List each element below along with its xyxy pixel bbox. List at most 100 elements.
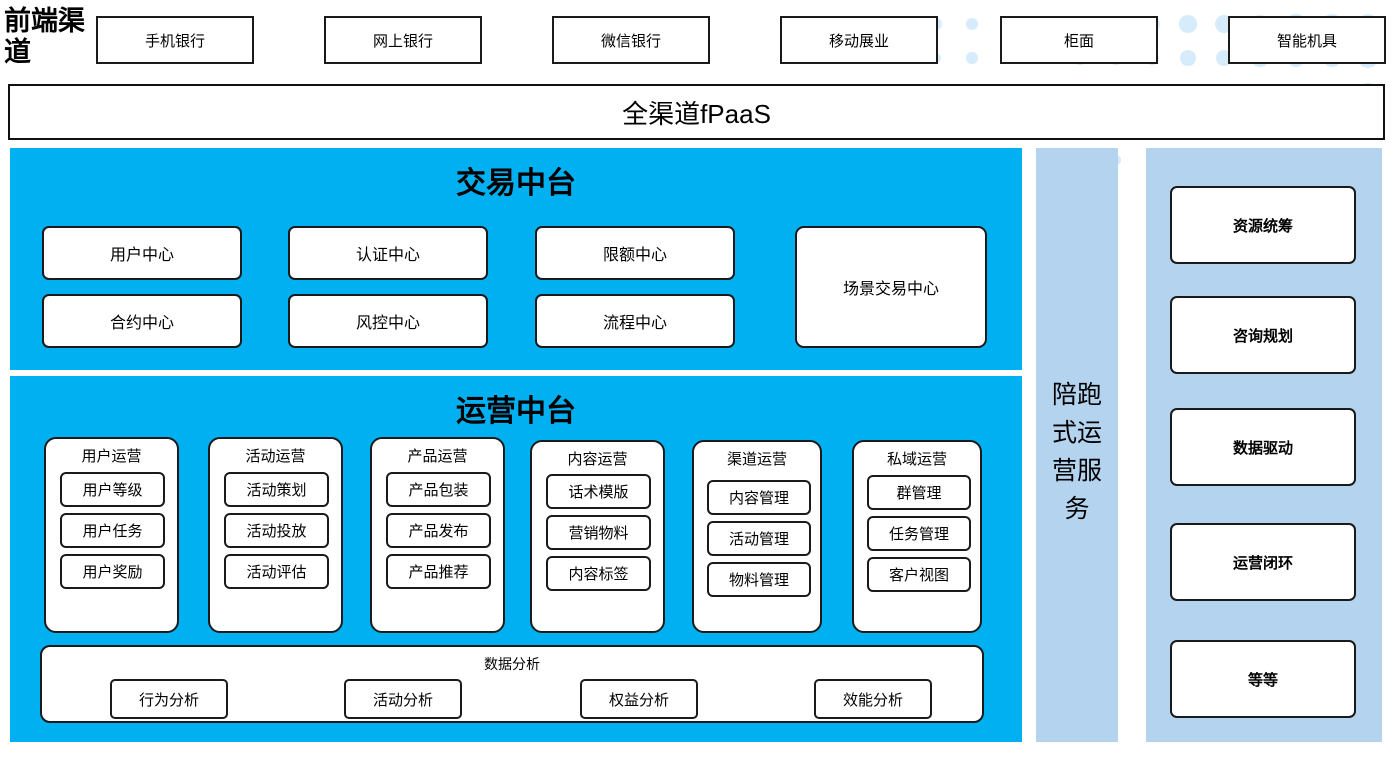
accompany-service-label: 陪跑式运营服务	[1051, 381, 1102, 523]
op-item-box[interactable]: 产品包装	[386, 472, 491, 507]
data-analysis-title: 数据分析	[484, 656, 540, 672]
tx-box-user-center[interactable]: 用户中心	[42, 226, 242, 280]
op-item-box[interactable]: 物料管理	[707, 562, 811, 597]
frontend-channel-label: 前端渠道	[4, 6, 85, 67]
svc-box-consulting-planning[interactable]: 咨询规划	[1170, 296, 1356, 374]
op-item-box[interactable]: 活动管理	[707, 521, 811, 556]
data-analysis-item-rights[interactable]: 权益分析	[580, 679, 698, 719]
op-item-box[interactable]: 用户等级	[60, 472, 165, 507]
op-item-label: 活动策划	[246, 482, 307, 499]
tx-box-limit-center[interactable]: 限额中心	[535, 226, 735, 280]
svc-box-label: 咨询规划	[1232, 327, 1293, 345]
op-column-product-operations: 产品运营 产品包装 产品发布 产品推荐	[370, 437, 505, 633]
op-item-label: 产品推荐	[408, 564, 469, 581]
op-item-box[interactable]: 用户奖励	[60, 554, 165, 589]
decorative-dot	[965, 17, 979, 31]
channel-box-online-bank[interactable]: 网上银行	[324, 16, 482, 64]
tx-box-auth-center[interactable]: 认证中心	[288, 226, 488, 280]
svc-box-etc[interactable]: 等等	[1170, 640, 1356, 718]
channel-box-smart-machine[interactable]: 智能机具	[1228, 16, 1386, 64]
data-analysis-item-behavior[interactable]: 行为分析	[110, 679, 228, 719]
tx-box-contract-center[interactable]: 合约中心	[42, 294, 242, 348]
op-item-box[interactable]: 产品发布	[386, 513, 491, 548]
op-column-title: 用户运营	[81, 448, 142, 465]
channel-box-label: 手机银行	[144, 32, 205, 50]
op-item-box[interactable]: 活动投放	[224, 513, 329, 548]
tx-box-label: 流程中心	[602, 315, 667, 332]
channel-box-label: 柜面	[1063, 32, 1094, 50]
op-item-label: 产品包装	[408, 482, 469, 499]
op-item-label: 任务管理	[888, 526, 949, 543]
data-analysis-group: 数据分析 行为分析 活动分析 权益分析 效能分析	[40, 645, 984, 723]
op-item-label: 产品发布	[408, 523, 469, 540]
channel-box-wechat-bank[interactable]: 微信银行	[552, 16, 710, 64]
op-column-title: 渠道运营	[726, 451, 787, 468]
op-item-label: 活动管理	[728, 531, 789, 548]
data-analysis-item-activity[interactable]: 活动分析	[344, 679, 462, 719]
op-item-box[interactable]: 群管理	[867, 475, 971, 510]
decorative-dot	[966, 52, 978, 64]
op-column-channel-operations: 渠道运营 内容管理 活动管理 物料管理	[692, 440, 822, 633]
channel-box-label: 微信银行	[600, 32, 661, 50]
tx-box-label: 限额中心	[602, 247, 667, 264]
op-column-title: 活动运营	[245, 448, 306, 465]
da-item-label: 行为分析	[138, 691, 199, 709]
da-item-label: 效能分析	[842, 691, 903, 709]
fpaas-label: 全渠道fPaaS	[622, 98, 771, 129]
op-column-private-domain-operations: 私域运营 群管理 任务管理 客户视图	[852, 440, 982, 633]
op-item-label: 物料管理	[728, 572, 789, 589]
omnichannel-fpaas-bar[interactable]: 全渠道fPaaS	[8, 84, 1385, 140]
da-item-label: 活动分析	[372, 691, 433, 709]
operations-center-title: 运营中台	[456, 395, 576, 428]
data-analysis-item-efficiency[interactable]: 效能分析	[814, 679, 932, 719]
tx-box-label: 风控中心	[355, 315, 420, 332]
channel-box-label: 智能机具	[1276, 32, 1337, 50]
channel-box-mobile-business[interactable]: 移动展业	[780, 16, 938, 64]
op-item-box[interactable]: 营销物料	[546, 515, 651, 550]
op-item-label: 群管理	[896, 485, 942, 502]
op-item-box[interactable]: 内容标签	[546, 556, 651, 591]
da-item-label: 权益分析	[608, 691, 669, 709]
op-column-title: 私域运营	[886, 451, 947, 468]
op-item-box[interactable]: 任务管理	[867, 516, 971, 551]
tx-box-label: 场景交易中心	[842, 281, 939, 298]
op-item-label: 活动评估	[246, 564, 307, 581]
tx-box-risk-center[interactable]: 风控中心	[288, 294, 488, 348]
tx-box-scene-transaction-center[interactable]: 场景交易中心	[795, 226, 987, 348]
svc-box-operation-closed-loop[interactable]: 运营闭环	[1170, 523, 1356, 601]
op-item-label: 内容管理	[728, 490, 789, 507]
op-item-label: 用户奖励	[82, 564, 143, 581]
op-item-label: 活动投放	[246, 523, 307, 540]
op-column-content-operations: 内容运营 话术模版 营销物料 内容标签	[530, 440, 665, 633]
svc-box-label: 运营闭环	[1232, 554, 1293, 572]
svc-box-resource-coordination[interactable]: 资源统筹	[1170, 186, 1356, 264]
op-item-box[interactable]: 话术模版	[546, 474, 651, 509]
transaction-center-title: 交易中台	[456, 167, 576, 200]
op-item-box[interactable]: 活动策划	[224, 472, 329, 507]
channel-box-counter[interactable]: 柜面	[1000, 16, 1158, 64]
op-item-box[interactable]: 内容管理	[707, 480, 811, 515]
op-item-box[interactable]: 产品推荐	[386, 554, 491, 589]
channel-box-label: 网上银行	[372, 32, 433, 50]
svc-box-data-driven[interactable]: 数据驱动	[1170, 408, 1356, 486]
channel-box-mobile-bank[interactable]: 手机银行	[96, 16, 254, 64]
decorative-dot	[1180, 50, 1196, 66]
op-item-label: 用户等级	[82, 482, 143, 499]
op-column-user-operations: 用户运营 用户等级 用户任务 用户奖励	[44, 437, 179, 633]
tx-box-label: 合约中心	[109, 315, 174, 332]
op-column-title: 内容运营	[567, 451, 628, 468]
op-item-box[interactable]: 活动评估	[224, 554, 329, 589]
op-column-activity-operations: 活动运营 活动策划 活动投放 活动评估	[208, 437, 343, 633]
op-item-box[interactable]: 用户任务	[60, 513, 165, 548]
tx-box-process-center[interactable]: 流程中心	[535, 294, 735, 348]
accompany-service-label-panel	[1036, 148, 1118, 742]
tx-box-label: 用户中心	[109, 247, 174, 264]
op-item-label: 客户视图	[888, 567, 949, 584]
svc-box-label: 等等	[1247, 671, 1278, 689]
tx-box-label: 认证中心	[355, 247, 420, 264]
op-item-box[interactable]: 客户视图	[867, 557, 971, 592]
op-item-label: 内容标签	[568, 566, 629, 583]
channel-box-label: 移动展业	[828, 32, 889, 50]
decorative-dot	[1179, 15, 1197, 33]
